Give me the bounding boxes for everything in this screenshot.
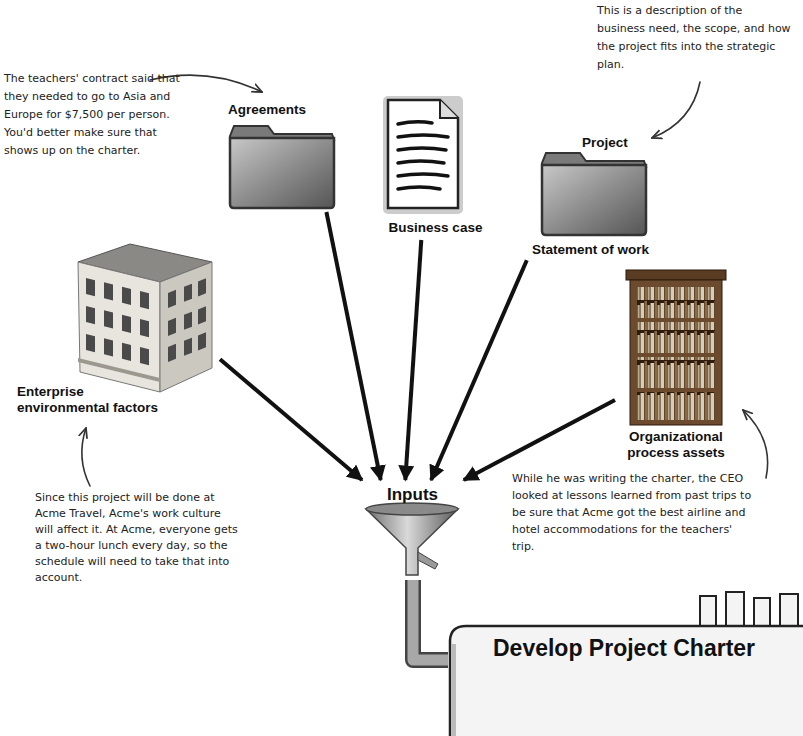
arrow-connector — [431, 260, 527, 480]
node-label: Inputs — [355, 485, 470, 505]
process-factory: Develop Project Charter — [448, 590, 803, 736]
node-label: Agreements — [228, 102, 338, 118]
input-bookcase: Organizational process assets — [615, 266, 737, 466]
handwritten-note: This is a description of the business ne… — [597, 2, 792, 74]
handwritten-note: While he was writing the charter, the CE… — [512, 470, 757, 555]
funnel-inputs: Inputs — [355, 480, 472, 580]
node-label: Project — [582, 135, 652, 151]
node-label: Business case — [378, 220, 493, 236]
node-label: Organizational process assets — [620, 429, 732, 461]
arrow-connector — [326, 212, 380, 480]
node-label: Develop Project Charter — [493, 635, 793, 663]
node-label: Statement of work — [518, 242, 663, 258]
arrow-connector — [405, 240, 421, 480]
pipe-connector — [413, 580, 448, 660]
handwritten-note: Since this project will be done at Acme … — [35, 490, 240, 586]
arrow-connector — [464, 400, 615, 480]
input-building: Enterprise environmental factors — [15, 236, 220, 420]
arrow-connector — [220, 359, 362, 480]
handwritten-note: The teachers' contract said that they ne… — [4, 70, 182, 160]
input-folder: Agreements — [222, 100, 342, 212]
node-label: Enterprise environmental factors — [17, 384, 177, 416]
input-document: Business case — [378, 90, 495, 240]
input-folder: ProjectStatement of work — [518, 132, 665, 260]
